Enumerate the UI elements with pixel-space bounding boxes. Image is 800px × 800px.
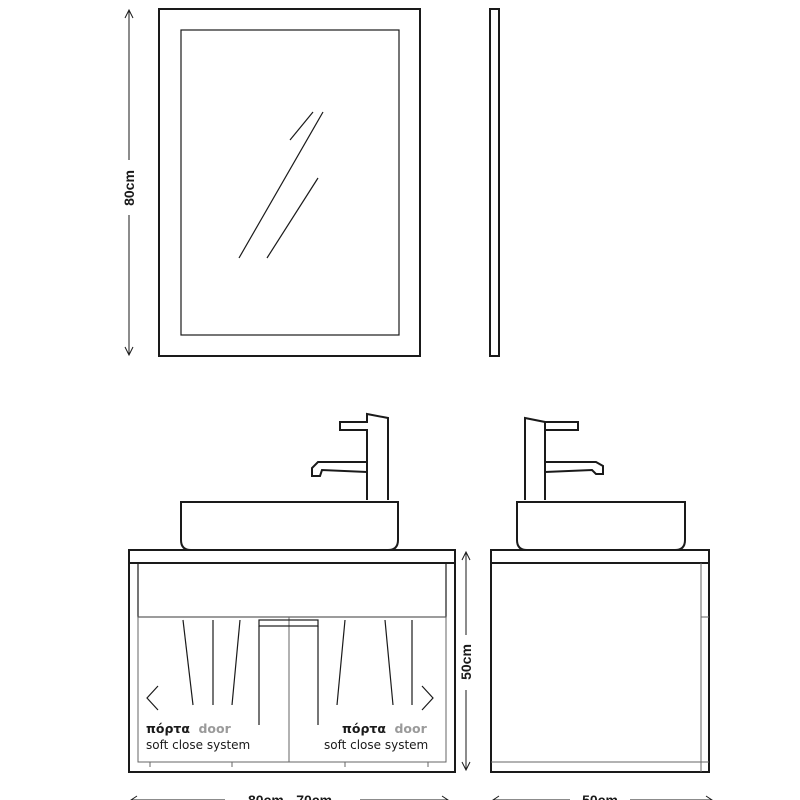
mirror-height-dimension — [124, 8, 134, 357]
mirror-reflection-line — [289, 111, 314, 141]
cabinet-depth-label: 50cm — [582, 792, 618, 800]
washbasin-front — [180, 501, 399, 551]
cabinet-width-label: 80cm - 70cm — [248, 792, 332, 800]
faucet-front — [339, 412, 389, 500]
mirror-reflection-line — [266, 177, 319, 259]
left-door-label: πόρτα door — [146, 720, 232, 737]
mirror-glass — [180, 29, 400, 336]
cabinet-side-view — [490, 416, 710, 773]
right-door-system-label: soft close system — [324, 738, 428, 752]
cabinet-body-side — [490, 549, 710, 773]
cabinet-height-dimension — [461, 550, 471, 772]
cabinet-body-front — [128, 549, 456, 773]
chevron-right-icon — [421, 685, 434, 711]
right-door-label: πόρτα door — [342, 720, 428, 737]
washbasin-side — [516, 501, 686, 551]
cabinet-width-dimension — [130, 795, 449, 800]
left-door-system-label: soft close system — [146, 738, 250, 752]
mirror-reflection-line — [238, 111, 324, 259]
cabinet-depth-dimension — [492, 795, 713, 800]
chevron-left-icon — [146, 685, 159, 711]
mirror-side-view — [489, 8, 500, 357]
mirror-front-view — [158, 8, 421, 357]
mirror-height-label: 80cm — [121, 170, 137, 206]
door-handle — [258, 619, 319, 627]
countertop-front — [128, 549, 456, 564]
faucet-spout — [311, 461, 368, 477]
cabinet-height-label: 50cm — [458, 644, 474, 680]
faucet-side — [524, 416, 546, 500]
mirror-frame — [158, 8, 421, 357]
cabinet-top-shelf — [137, 562, 447, 618]
countertop-side — [490, 549, 710, 564]
cabinet-front-view — [128, 412, 456, 773]
